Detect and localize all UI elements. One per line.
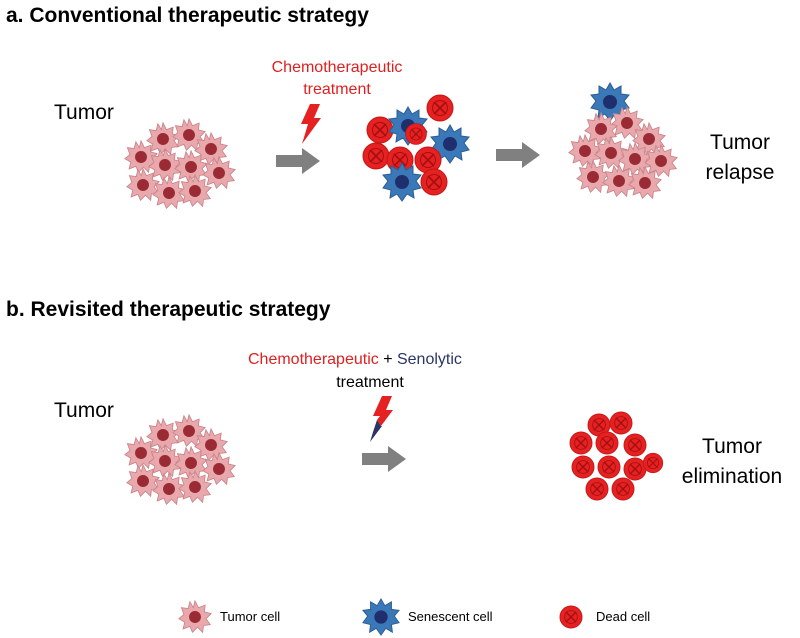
legend-tumor-cell-label: Tumor cell (220, 609, 281, 624)
panel-b-treatment-line1: Chemotherapeutic + Senolytic (248, 349, 548, 371)
panel-a-treatment-line2: treatment (303, 81, 371, 98)
panel-a-arrow-1 (276, 148, 320, 174)
chemotherapeutic-text: Chemotherapeutic (248, 351, 379, 368)
legend-senescent-cell-icon (362, 598, 400, 636)
panel-b-heading: b. Revisited therapeutic strategy (6, 298, 331, 321)
panel-b-tumor-cluster (124, 414, 236, 505)
lightning-bolt-dual-icon (370, 396, 393, 442)
panel-b-outcome-line1: Tumor (702, 435, 762, 458)
panel-a-treated-cluster (362, 94, 470, 202)
panel-a-arrow-2 (496, 142, 540, 168)
panel-b-tumor-label: Tumor (54, 399, 114, 422)
panel-a-treatment-line1: Chemotherapeutic (271, 59, 403, 76)
panel-b-dead-cluster (569, 411, 664, 501)
panel-b-treatment-line2: treatment (336, 374, 404, 391)
panel-a-outcome-line2: relapse (705, 161, 775, 184)
panel-b-outcome-line2: elimination (681, 465, 783, 488)
panel-b-arrow (362, 446, 406, 472)
panel-a-tumor-label: Tumor (54, 101, 114, 124)
panel-a-tumor-cluster (124, 118, 236, 209)
legend-dead-cell-label: Dead cell (596, 609, 651, 624)
plus-sign: + (378, 351, 397, 368)
lightning-bolt-icon (301, 104, 321, 144)
legend-dead-cell-icon (559, 605, 583, 629)
senolytic-text: Senolytic (396, 351, 462, 368)
legend-senescent-cell-label: Senescent cell (408, 609, 493, 624)
panel-a-relapse-cluster (568, 82, 678, 199)
legend-tumor-cell-icon (178, 600, 212, 633)
panel-a-outcome-line1: Tumor (710, 131, 770, 154)
panel-a-heading: a. Conventional therapeutic strategy (6, 4, 369, 27)
